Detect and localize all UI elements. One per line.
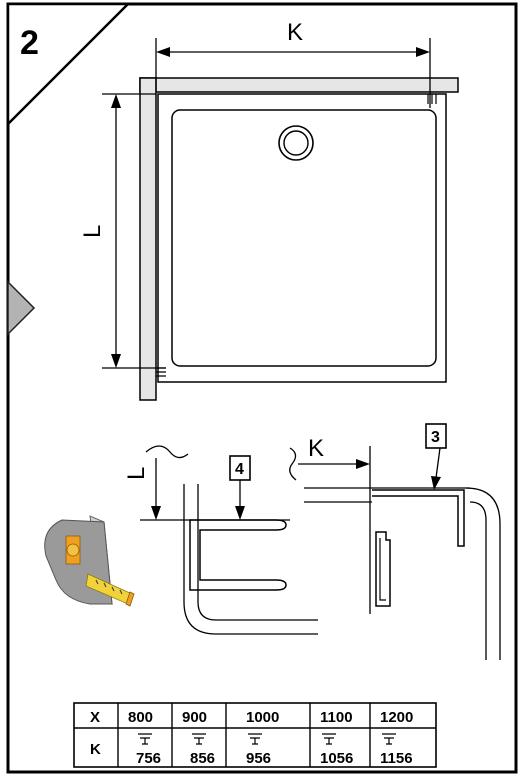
label-l-detail: L: [123, 467, 150, 480]
table-cell-k-1156: 1156: [380, 750, 413, 767]
callout-box-right: [425, 423, 447, 449]
dimension-k-top: K: [155, 19, 431, 108]
side-wall: [139, 77, 157, 401]
callout-label-right: 3: [431, 429, 440, 446]
dimension-l-side: L: [79, 93, 166, 369]
trim-symbol-icon: [138, 733, 396, 745]
table-row-k-header: K: [90, 741, 101, 758]
tape-measure-icon: [44, 515, 135, 607]
table-cell-x-900: 900: [182, 709, 207, 726]
arrow-pointer-icon: [7, 280, 36, 336]
detail-right: K 3: [289, 423, 501, 660]
step-corner: [6, 2, 132, 128]
page-frame: [6, 2, 518, 774]
table-cell-x-1000: 1000: [246, 709, 279, 726]
table-cell-k-856: 856: [190, 750, 215, 767]
table-row-x-header: X: [90, 709, 100, 726]
table-cell-x-800: 800: [128, 709, 153, 726]
callout-label-left: 4: [235, 461, 244, 478]
table-cell-k-1056: 1056: [320, 750, 353, 767]
corner-profile-right: [427, 94, 437, 104]
back-wall: [139, 77, 459, 93]
table-cell-x-1100: 1100: [320, 709, 353, 726]
label-k-detail: K: [308, 435, 324, 462]
top-view: [139, 77, 459, 401]
table-cell-x-1200: 1200: [380, 709, 413, 726]
detail-left: L 4: [123, 445, 318, 635]
step-number: 2: [20, 24, 39, 62]
table-cell-k-756: 756: [136, 750, 161, 767]
label-k-top: K: [287, 19, 303, 46]
table-cell-k-956: 956: [246, 750, 271, 767]
shower-tray-inner: [171, 109, 437, 367]
drain-icon: [278, 125, 314, 161]
label-l-side: L: [79, 225, 106, 238]
size-table: X K 800 900 1000 1100 1200 756 856 956 1…: [73, 702, 437, 768]
